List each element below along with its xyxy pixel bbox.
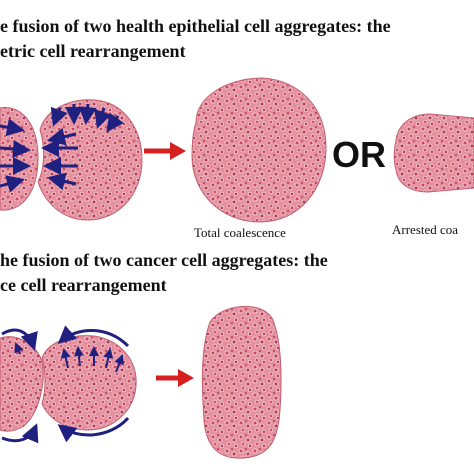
fused-cancer-aggregate [201,305,282,459]
panel-a-left-aggregate [0,106,39,211]
panel-b-right-aggregate [41,335,137,431]
panel-a-title-line1: e fusion of two health epithelial cell a… [0,16,391,36]
total-coalescence-aggregate [191,77,327,223]
label-total-coalescence: Total coalescence [194,225,286,240]
panel-a-title-line2: etric cell rearrangement [0,41,186,61]
red-arrow-icon [144,142,186,160]
panel-b-left-aggregate [0,336,44,432]
arrested-coalescence-aggregate [393,113,474,193]
panel-a-inward-arrows [0,103,125,193]
red-arrow-icon [156,369,194,387]
or-text: OR [332,134,386,175]
panel-b-arrows [1,325,130,444]
panel-b-title-line2: ce cell rearrangement [0,275,167,295]
panel-b-title-line1: he fusion of two cancer cell aggregates:… [0,250,328,270]
label-arrested-coalescence: Arrested coa [392,222,459,237]
panel-a-right-aggregate [37,99,143,221]
